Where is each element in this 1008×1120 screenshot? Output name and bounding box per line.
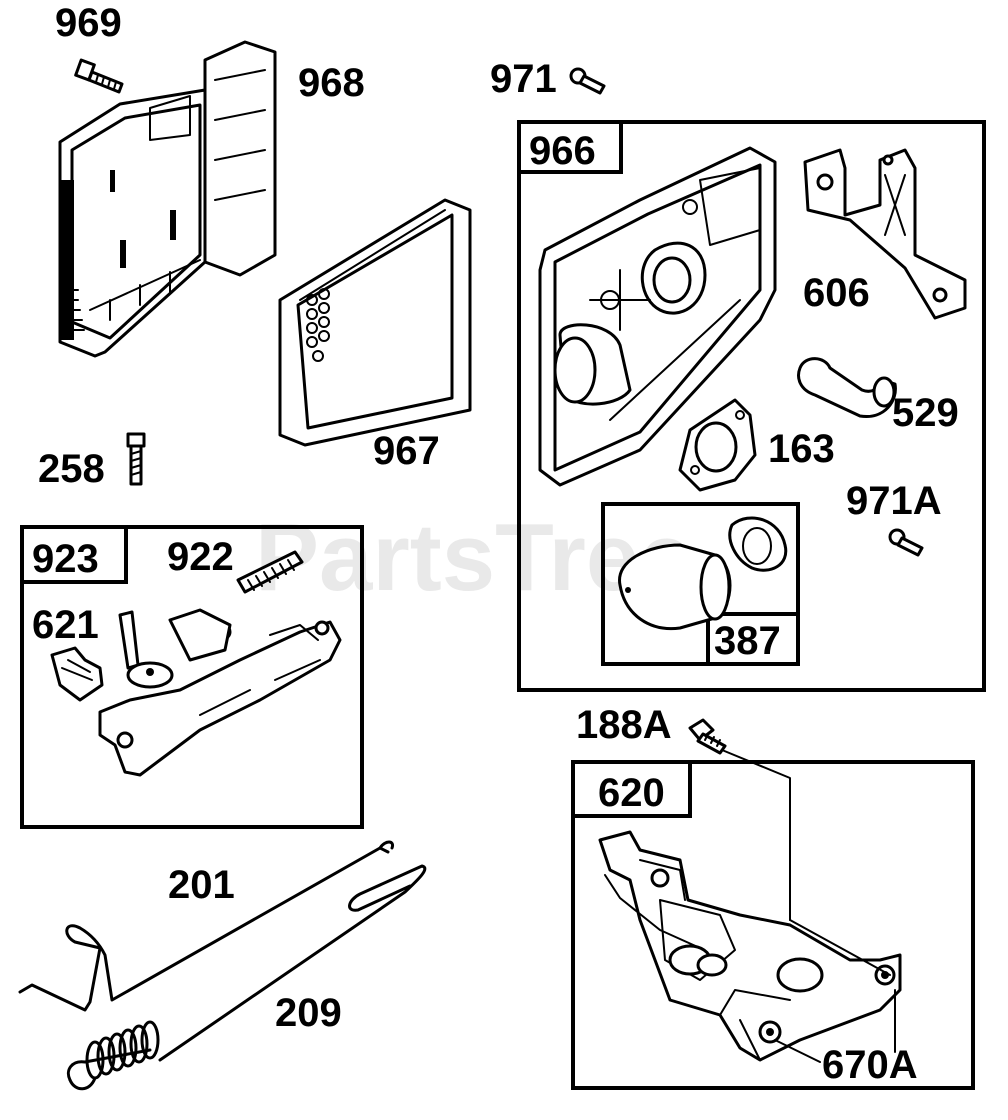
label-922: 922 <box>167 535 234 579</box>
part-971A-screw[interactable] <box>888 528 924 557</box>
part-387-fuel-filter[interactable] <box>618 516 788 631</box>
part-923-governor-control[interactable] <box>98 608 342 777</box>
label-258: 258 <box>38 447 105 491</box>
part-606-bracket[interactable] <box>803 148 967 320</box>
label-968: 968 <box>298 61 365 105</box>
leader-670A <box>774 919 896 1063</box>
part-968-air-cleaner-base[interactable] <box>58 40 277 358</box>
label-387: 387 <box>714 619 781 663</box>
label-188A: 188A <box>576 703 672 747</box>
part-620-throttle-bracket[interactable] <box>598 830 902 1062</box>
group-box-387 <box>601 502 800 666</box>
label-670A: 670A <box>822 1043 918 1087</box>
part-209-governor-spring[interactable] <box>66 864 427 1091</box>
part-922-spring[interactable] <box>236 550 304 594</box>
label-967: 967 <box>373 429 440 473</box>
label-969: 969 <box>55 1 122 45</box>
leader-188A <box>721 749 791 921</box>
part-971-screw[interactable] <box>569 67 606 95</box>
group-box-923 <box>20 525 364 829</box>
part-258-bolt[interactable] <box>126 432 146 486</box>
group-box-966 <box>517 120 986 692</box>
watermark: PartsTree <box>255 504 693 611</box>
label-971A: 971A <box>846 479 942 523</box>
part-201-governor-link[interactable] <box>18 840 395 1012</box>
label-209: 209 <box>275 991 342 1035</box>
part-969-bolt[interactable] <box>74 58 124 94</box>
part-163-gasket[interactable] <box>678 398 757 492</box>
part-967-air-filter[interactable] <box>278 198 472 447</box>
spring-coils <box>85 1020 160 1080</box>
part-966-carburetor-body[interactable] <box>538 146 777 487</box>
part-529-elbow[interactable] <box>797 357 897 418</box>
label-201: 201 <box>168 863 235 907</box>
label-606: 606 <box>803 271 870 315</box>
part-621-clip[interactable] <box>50 646 104 702</box>
label-923: 923 <box>32 537 99 581</box>
part-188A-bolt[interactable] <box>688 718 727 755</box>
label-966: 966 <box>529 129 596 173</box>
filter-mesh <box>306 288 330 362</box>
label-529: 529 <box>892 391 959 435</box>
label-621: 621 <box>32 603 99 647</box>
label-620: 620 <box>598 771 665 815</box>
label-163: 163 <box>768 427 835 471</box>
group-tag-387 <box>706 612 800 666</box>
label-971: 971 <box>490 57 557 101</box>
group-tag-620 <box>571 760 692 818</box>
group-box-620 <box>571 760 975 1090</box>
group-tag-923 <box>20 525 128 584</box>
group-tag-966 <box>517 120 623 174</box>
